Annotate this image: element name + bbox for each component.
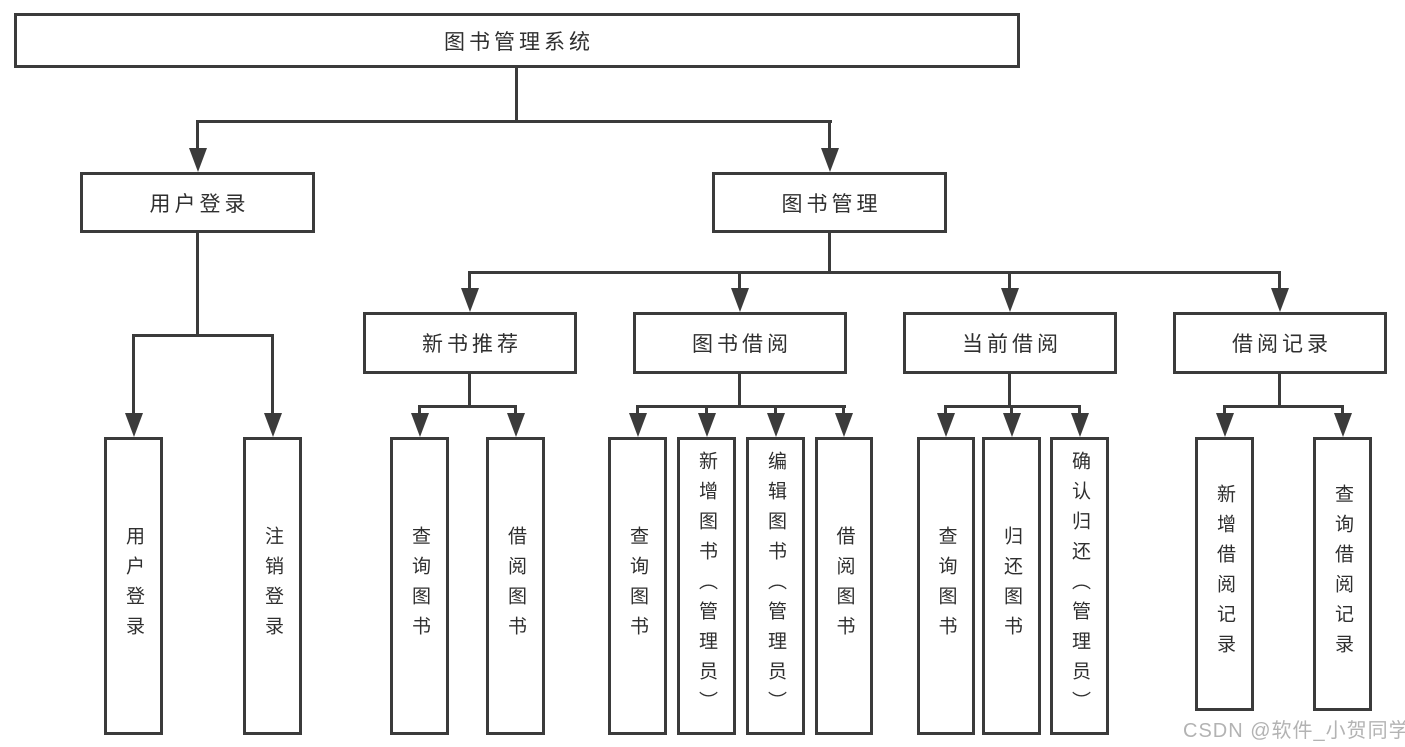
node-book-management-branch: 图书管理 xyxy=(712,172,947,233)
connector-leaf-drop xyxy=(705,405,708,417)
connector-currentborrow-drop xyxy=(1008,271,1011,293)
node-label: 确认归还（管理员） xyxy=(1069,451,1090,721)
node-new-book-recommend: 新书推荐 xyxy=(363,312,577,374)
arrow-down-icon xyxy=(1216,413,1234,437)
leaf-add-books-admin: 新增图书（管理员） xyxy=(677,437,736,735)
leaf-confirm-return-admin: 确认归还（管理员） xyxy=(1050,437,1109,735)
node-label: 用户登录 xyxy=(149,192,250,216)
leaf-query-books-recommend: 查询图书 xyxy=(390,437,449,735)
connector-user-login-drop xyxy=(196,120,199,154)
connector-currentborrow-stem xyxy=(1008,374,1011,405)
connector-leaf-drop xyxy=(636,405,639,417)
leaf-logout: 注销登录 xyxy=(243,437,302,735)
leaf-borrow-books-borrowing: 借阅图书 xyxy=(815,437,873,735)
connector-newbook-stem xyxy=(468,374,471,405)
node-label: 借阅图书 xyxy=(833,526,855,646)
connector-user-login-stem xyxy=(196,233,199,337)
arrow-down-icon xyxy=(1071,413,1089,437)
node-label: 图书管理 xyxy=(781,192,882,216)
connector-level3-rail xyxy=(468,271,1281,274)
leaf-query-books-current: 查询图书 xyxy=(917,437,975,735)
connector-borrowrecords-stem xyxy=(1278,374,1281,405)
connector-leaf-drop xyxy=(774,405,777,417)
connector-bookborrow-drop xyxy=(738,271,741,293)
arrow-down-icon xyxy=(507,413,525,437)
node-label: 用户登录 xyxy=(123,526,144,646)
csdn-watermark: CSDN @软件_小贺同学 xyxy=(1183,720,1405,742)
leaf-add-borrow-record: 新增借阅记录 xyxy=(1195,437,1254,711)
node-label: 新增借阅记录 xyxy=(1214,484,1235,664)
node-label: 借阅记录 xyxy=(1232,333,1332,356)
node-label: 归还图书 xyxy=(1001,526,1022,646)
connector-bookborrow-stem xyxy=(738,374,741,405)
arrow-down-icon xyxy=(461,288,479,312)
connector-book-mgmt-stem xyxy=(828,233,831,274)
connector-leaf-drop xyxy=(1341,405,1344,417)
connector-leaf-drop xyxy=(842,405,845,417)
leaf-borrow-books-recommend: 借阅图书 xyxy=(486,437,545,735)
connector-borrowrecords-rail xyxy=(1223,405,1344,408)
node-label: 借阅图书 xyxy=(505,526,526,646)
connector-leaf-drop xyxy=(418,405,421,417)
arrow-down-icon xyxy=(411,413,429,437)
arrow-down-icon xyxy=(629,413,647,437)
arrow-down-icon xyxy=(264,413,282,437)
node-label: 查询图书 xyxy=(627,526,648,646)
arrow-down-icon xyxy=(767,413,785,437)
connector-newbook-drop xyxy=(468,271,471,293)
connector-leaf-drop xyxy=(1223,405,1226,417)
connector-bookborrow-rail xyxy=(636,405,846,408)
node-label: 编辑图书（管理员） xyxy=(765,451,786,721)
arrow-down-icon xyxy=(937,413,955,437)
leaf-return-books: 归还图书 xyxy=(982,437,1041,735)
node-label: 新书推荐 xyxy=(422,333,522,356)
connector-leaf-drop xyxy=(132,334,135,416)
connector-root-stem xyxy=(515,68,518,120)
leaf-query-borrow-record: 查询借阅记录 xyxy=(1313,437,1372,711)
arrow-down-icon xyxy=(835,413,853,437)
node-label: 注销登录 xyxy=(262,526,283,646)
node-label: 新增图书（管理员） xyxy=(696,451,717,721)
node-label: 图书管理系统 xyxy=(444,30,594,54)
leaf-user-login: 用户登录 xyxy=(104,437,163,735)
node-current-borrowing: 当前借阅 xyxy=(903,312,1117,374)
connector-book-mgmt-drop xyxy=(828,120,831,154)
connector-leaf-drop xyxy=(1010,405,1013,417)
node-label: 当前借阅 xyxy=(962,333,1062,356)
node-label: 查询图书 xyxy=(409,526,430,646)
connector-newbook-rail xyxy=(418,405,517,408)
arrow-down-icon xyxy=(821,148,839,172)
arrow-down-icon xyxy=(698,413,716,437)
node-book-borrowing: 图书借阅 xyxy=(633,312,847,374)
arrow-down-icon xyxy=(1271,288,1289,312)
node-borrowing-records: 借阅记录 xyxy=(1173,312,1387,374)
leaf-edit-books-admin: 编辑图书（管理员） xyxy=(746,437,805,735)
arrow-down-icon xyxy=(189,148,207,172)
arrow-down-icon xyxy=(1001,288,1019,312)
node-label: 查询借阅记录 xyxy=(1332,484,1353,664)
connector-leaf-drop xyxy=(944,405,947,417)
arrow-down-icon xyxy=(731,288,749,312)
arrow-down-icon xyxy=(125,413,143,437)
node-library-management-system: 图书管理系统 xyxy=(14,13,1020,68)
node-label: 图书借阅 xyxy=(692,333,792,356)
connector-borrowrecords-drop xyxy=(1278,271,1281,293)
connector-leaf-drop xyxy=(1078,405,1081,417)
node-label: 查询图书 xyxy=(935,526,957,646)
connector-leaf-drop xyxy=(514,405,517,417)
connector-level1-rail xyxy=(196,120,832,123)
arrow-down-icon xyxy=(1003,413,1021,437)
connector-leaf-drop xyxy=(271,334,274,416)
connector-user-login-rail xyxy=(132,334,274,337)
arrow-down-icon xyxy=(1334,413,1352,437)
node-user-login-branch: 用户登录 xyxy=(80,172,315,233)
leaf-query-books-borrowing: 查询图书 xyxy=(608,437,667,735)
